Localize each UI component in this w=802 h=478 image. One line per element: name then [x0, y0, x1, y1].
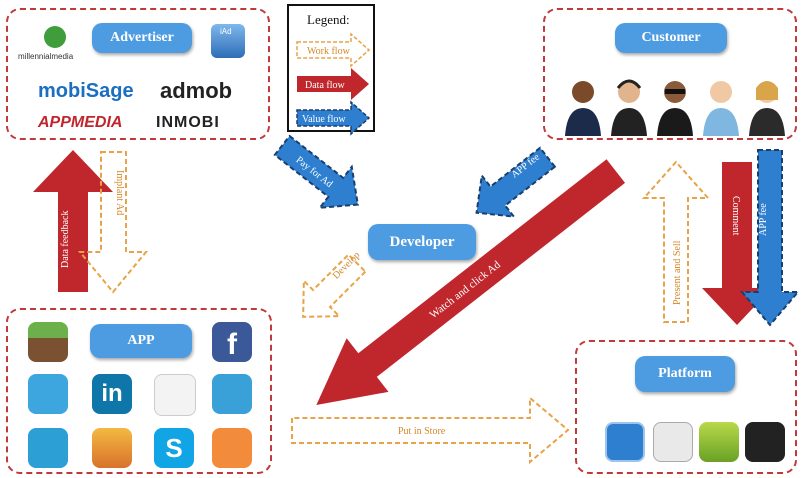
support-agent-icon — [611, 79, 647, 136]
app-fee-platform-label: APP fee — [758, 203, 769, 236]
facebook-icon: f — [212, 322, 252, 362]
advertiser-title: Advertiser — [92, 23, 192, 53]
platform-node: Platform — [575, 340, 797, 474]
legend-data-flow-label: Data flow — [305, 80, 345, 91]
person-icon — [703, 81, 739, 136]
bridge-game-icon — [92, 428, 132, 468]
legend-value-flow-label: Value flow — [302, 114, 346, 125]
legend-work-flow: Work flow — [296, 32, 371, 68]
foursquare-icon — [28, 428, 68, 468]
app-node: APP f in S — [6, 308, 272, 474]
admob-logo: admob — [160, 78, 233, 103]
comment-label: Comment — [730, 196, 741, 236]
millennial-media-logo — [44, 26, 66, 48]
customer-title: Customer — [615, 23, 727, 53]
platform-title: Platform — [635, 356, 735, 392]
qq-penguin-icon — [154, 374, 196, 416]
data-feedback-arrow: Data feedback — [33, 150, 113, 292]
watch-click-ad-label: Watch and click Ad — [428, 258, 504, 321]
alarm-clock-icon — [212, 428, 252, 468]
appmedia-logo: APPMEDIA — [38, 114, 123, 131]
legend: Legend: Work flow Data flow Value flow — [287, 4, 375, 136]
iad-text: iAd — [220, 27, 232, 36]
businesswoman-icon — [749, 81, 785, 136]
legend-title: Legend: — [307, 12, 350, 27]
present-and-sell-label: Present and Sell — [672, 240, 683, 305]
woo-store-icon — [745, 422, 785, 462]
implant-ad-arrow: Implant Ad — [77, 151, 149, 294]
app-store-icon — [605, 422, 645, 462]
advertiser-node: Advertiser millennialmedia iAd mobiSage … — [6, 8, 270, 140]
legend-work-flow-label: Work flow — [307, 46, 351, 57]
comment-arrow: Comment — [702, 162, 772, 325]
customer-node: Customer — [543, 8, 797, 140]
data-feedback-label: Data feedback — [60, 211, 71, 268]
angry-birds-icon — [212, 374, 252, 414]
put-in-store-label: Put in Store — [398, 426, 446, 437]
mobisage-logo: mobiSage — [38, 80, 134, 102]
develop-label: Develop — [331, 250, 363, 282]
put-in-store-arrow: Put in Store — [291, 395, 570, 465]
linkedin-icon: in — [92, 374, 132, 414]
develop-arrow: Develop — [302, 250, 367, 318]
app-title: APP — [90, 324, 192, 358]
person-with-sunglasses-icon — [657, 81, 693, 136]
millennial-media-text: millennialmedia — [18, 52, 74, 61]
twitter-icon — [28, 374, 68, 414]
iad-logo: iAd — [211, 24, 245, 58]
legend-value-flow: Value flow — [296, 100, 371, 136]
developer-node: Developer — [368, 224, 476, 260]
nokia-store-icon — [699, 422, 739, 462]
app-fee-platform-arrow: APP fee — [739, 149, 801, 327]
minecraft-icon — [28, 322, 68, 362]
implant-ad-label: Implant Ad — [114, 170, 125, 215]
present-and-sell-arrow: Present and Sell — [641, 160, 711, 323]
legend-data-flow: Data flow — [297, 68, 369, 100]
inmobi-logo: INMOBI — [156, 114, 220, 131]
skype-icon: S — [154, 428, 194, 468]
person-icon — [565, 81, 601, 136]
pay-for-ad-arrow: Pay for Ad — [273, 134, 359, 209]
android-market-icon — [653, 422, 693, 462]
